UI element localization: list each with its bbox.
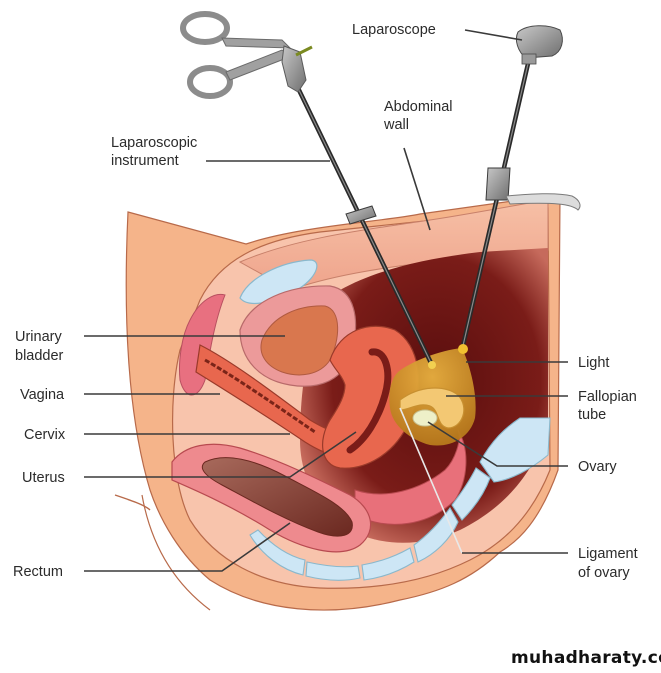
instrument-trocar — [345, 205, 377, 225]
label-vagina: Vagina — [20, 387, 65, 403]
cautery-pin — [295, 45, 313, 57]
label-uterus: Uterus — [22, 470, 65, 486]
fallopian-tube — [399, 387, 465, 429]
label-abdominal-wall-line2: wall — [383, 117, 409, 133]
ovary — [412, 409, 438, 427]
uterus — [322, 325, 420, 469]
laparoscopic-instrument — [180, 11, 436, 369]
leader-rectum — [84, 522, 291, 572]
vulva-area — [179, 293, 226, 396]
laparoscope-light-tip — [458, 344, 468, 354]
label-laparoscope: Laparoscope — [352, 22, 436, 38]
label-fallopian-tube-line1: Fallopian — [578, 389, 637, 405]
vaginal-rugae — [204, 358, 316, 434]
laparoscope-trocar — [485, 167, 511, 201]
label-fallopian-tube-line2: tube — [578, 407, 606, 423]
scissor-ring-upper — [180, 11, 230, 45]
thigh-edge — [141, 494, 211, 611]
label-urinary-bladder-line2: bladder — [15, 348, 64, 364]
leader-abdominal-wall — [403, 147, 431, 231]
scissor-handle-upper — [221, 37, 292, 49]
label-ligament-of-ovary-line2: of ovary — [578, 565, 630, 581]
label-laparoscopic-instrument-line1: Laparoscopic — [111, 135, 197, 151]
laparoscope — [458, 25, 581, 354]
uterine-cavity — [346, 348, 392, 454]
leader-laparoscope — [464, 29, 523, 41]
trocar-valve — [505, 193, 581, 211]
scissor-ring-lower — [187, 65, 233, 99]
label-cervix: Cervix — [24, 427, 66, 443]
watermark: muhadharaty.com — [511, 648, 661, 668]
leader-ovary — [427, 421, 568, 467]
leader-ligament-of-ovary — [399, 407, 463, 554]
label-ovary: Ovary — [578, 459, 617, 475]
label-laparoscopic-instrument-line2: instrument — [111, 153, 179, 169]
laparoscope-camera-head — [515, 25, 563, 59]
leader-lines — [84, 29, 568, 572]
label-urinary-bladder-line1: Urinary — [15, 329, 62, 345]
labels: Laparoscope Abdominal wall Laparoscopic … — [13, 22, 638, 581]
leader-uterus — [84, 431, 357, 478]
instrument-tip — [428, 361, 436, 369]
label-ligament-of-ovary-line1: Ligament — [578, 546, 638, 562]
scissor-handle-lower — [225, 49, 294, 81]
thigh-fold — [114, 494, 151, 511]
label-light: Light — [578, 355, 609, 371]
label-abdominal-wall-line1: Abdominal — [384, 99, 453, 115]
label-rectum: Rectum — [13, 564, 63, 580]
